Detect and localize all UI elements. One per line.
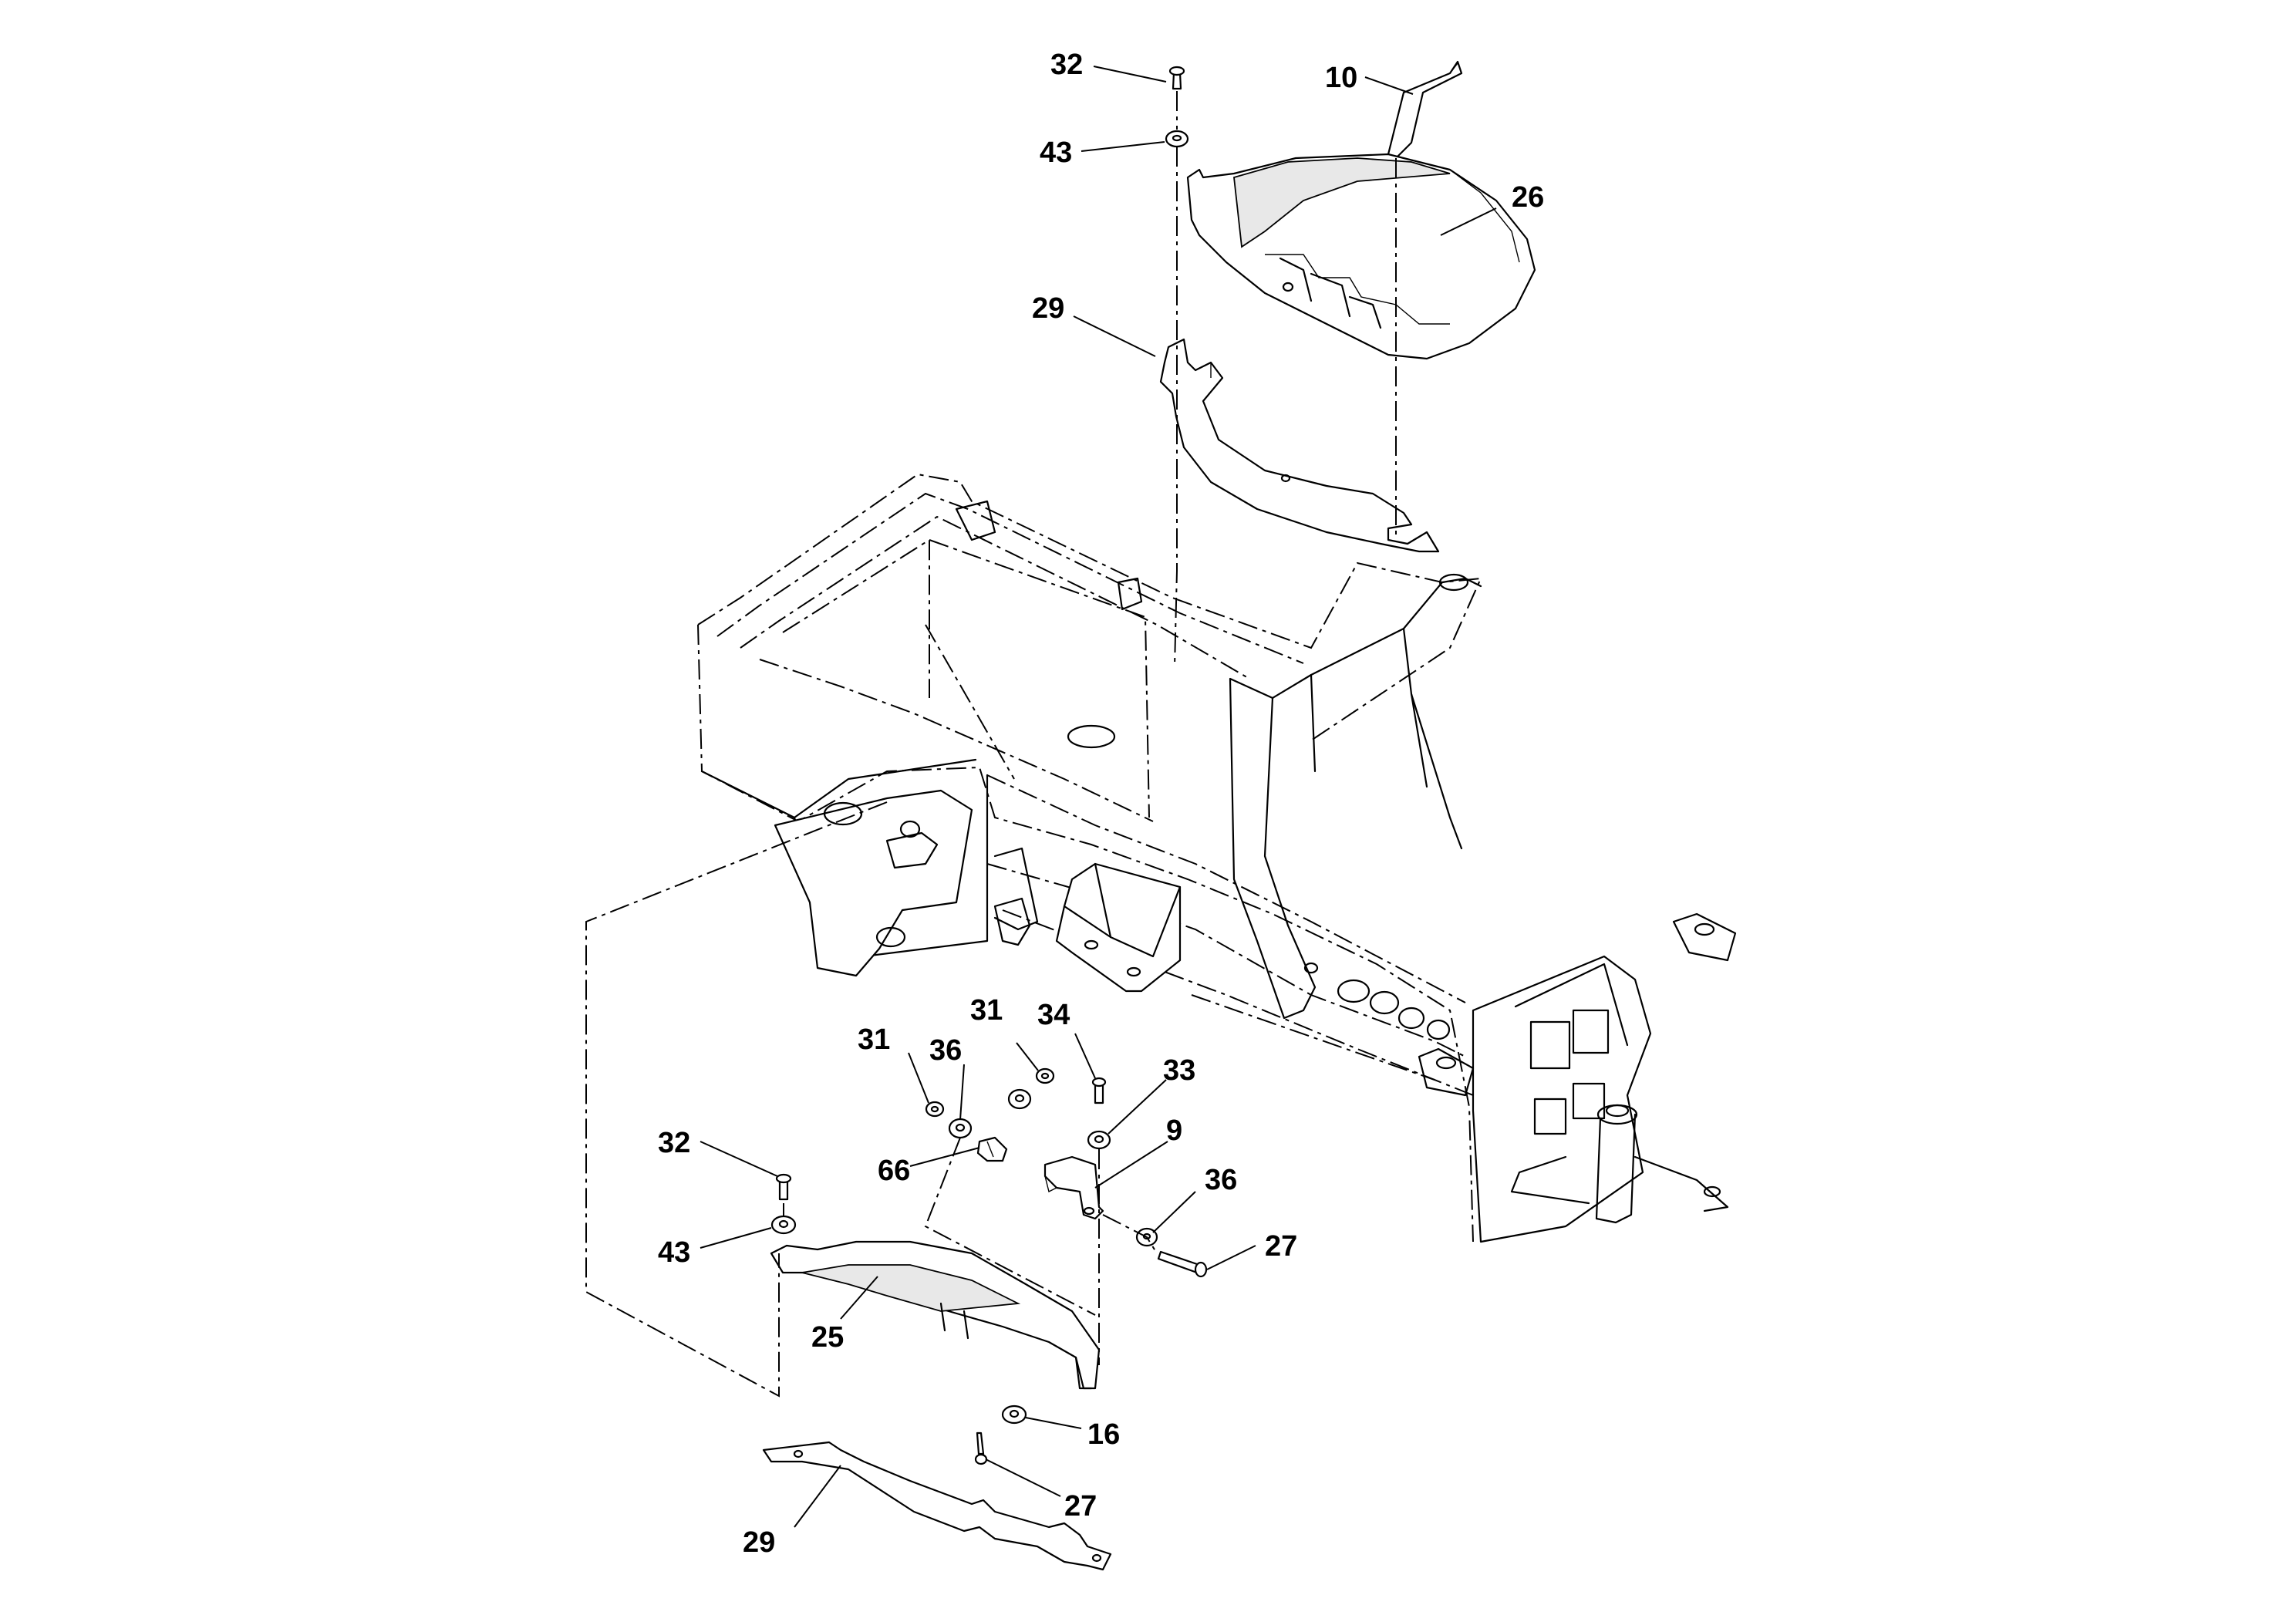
callout-25: 25 xyxy=(811,1321,844,1354)
callout-43-bottom: 43 xyxy=(658,1236,690,1269)
callout-32-bottom: 32 xyxy=(658,1127,690,1159)
leader-lines xyxy=(700,66,1497,1528)
callout-66: 66 xyxy=(878,1155,910,1187)
callout-31-left: 31 xyxy=(858,1023,890,1056)
callout-29-top: 29 xyxy=(1032,292,1064,325)
callout-26: 26 xyxy=(1512,181,1544,214)
callout-29-bottom: 29 xyxy=(743,1526,775,1559)
part-29-top-plate xyxy=(1159,338,1440,553)
callout-labels: 10 26 32 43 29 31 31 36 34 33 9 66 36 27… xyxy=(658,49,1544,1559)
top-hardware xyxy=(1165,66,1397,668)
part-26-guard xyxy=(1186,153,1536,360)
callout-36-left: 36 xyxy=(929,1034,962,1067)
chassis-frame xyxy=(697,473,1737,1243)
callout-34: 34 xyxy=(1037,999,1070,1031)
callout-27-bottom: 27 xyxy=(1064,1490,1097,1523)
part-66-clip xyxy=(976,1136,1008,1162)
callout-33: 33 xyxy=(1163,1054,1195,1087)
callout-43-top: 43 xyxy=(1040,137,1072,169)
callout-9: 9 xyxy=(1166,1114,1182,1147)
part-25-guard xyxy=(770,1240,1101,1390)
callout-36-right: 36 xyxy=(1205,1164,1237,1196)
callout-31-right: 31 xyxy=(970,994,1003,1027)
callout-27-right: 27 xyxy=(1265,1230,1297,1263)
part-10-bracket xyxy=(1387,60,1463,160)
part-29-bottom-plate xyxy=(762,1441,1112,1571)
callout-32-top: 32 xyxy=(1050,49,1083,81)
callout-16: 16 xyxy=(1087,1418,1120,1451)
part-9-bracket xyxy=(1043,1155,1104,1220)
callout-10: 10 xyxy=(1325,62,1357,94)
